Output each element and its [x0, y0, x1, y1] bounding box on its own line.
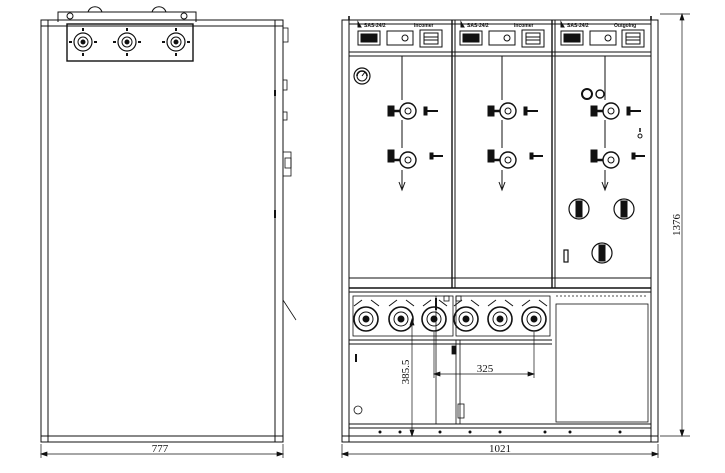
bushing-2 [388, 306, 414, 332]
operating-handle-icon [590, 149, 620, 169]
side-bushing-plate [66, 23, 194, 62]
bushing-1 [353, 306, 379, 332]
panel-3-mimic [581, 56, 645, 192]
height-label: 1376 [671, 214, 683, 237]
panel-2-mimic [487, 56, 543, 192]
operating-handle-icon [487, 102, 517, 120]
floor-fixings [378, 430, 622, 434]
bushing-3 [421, 306, 447, 332]
panel-3-function: Outgoing [614, 23, 636, 29]
indicator-lamp-icon [581, 88, 593, 100]
fuse-indicator-icon [568, 198, 590, 220]
side-hardware [274, 27, 297, 321]
bushing-6 [521, 306, 547, 332]
panel-header-3: SAS-24/2 Outgoing [560, 20, 645, 48]
bushing-height-dimension [409, 317, 415, 438]
side-bushing-right [162, 28, 190, 56]
panel-1-mimic [387, 56, 443, 192]
cable-compartment [352, 295, 649, 424]
indicator-lamp-icon [595, 89, 605, 99]
operating-handle-icon [590, 102, 620, 120]
pressure-gauge-icon [353, 67, 371, 85]
front-width-dimension [340, 444, 660, 458]
bushing-5 [487, 306, 513, 332]
bushing-spacing-label: 325 [477, 363, 494, 375]
front-width-label: 1021 [489, 443, 511, 455]
side-bushing-left [69, 28, 97, 56]
panel-3-model: SAS-24/2 [567, 23, 589, 29]
operating-handle-icon [487, 149, 517, 169]
bushing-4 [453, 306, 479, 332]
side-cabinet-outline [40, 19, 284, 443]
panel-2-model: SAS-24/2 [467, 23, 489, 29]
panel-1-function: Incomer [414, 23, 434, 29]
side-bushing-center [113, 28, 141, 56]
bushing-spacing-dimension [432, 332, 536, 378]
operating-handle-icon [387, 102, 417, 120]
panel-header-1: SAS-24/2 Incomer [357, 20, 443, 48]
lifting-bracket [57, 6, 197, 22]
operating-handle-icon [387, 149, 417, 169]
side-width-dimension [39, 444, 285, 458]
panel-1-model: SAS-24/2 [364, 23, 386, 29]
side-view: 777 [39, 6, 297, 458]
front-view: SAS-24/2 Incomer SAS-24/2 Incomer [340, 12, 690, 458]
panel-2-function: Incomer [514, 23, 534, 29]
height-dimension [660, 12, 690, 438]
front-cabinet-outline [341, 19, 659, 443]
fuse-indicator-icon [613, 198, 635, 220]
fuse-indicator-icon [591, 242, 613, 264]
side-width-label: 777 [152, 443, 169, 455]
panel-header-2: SAS-24/2 Incomer [459, 20, 545, 48]
bushing-height-label: 385.5 [400, 359, 412, 384]
